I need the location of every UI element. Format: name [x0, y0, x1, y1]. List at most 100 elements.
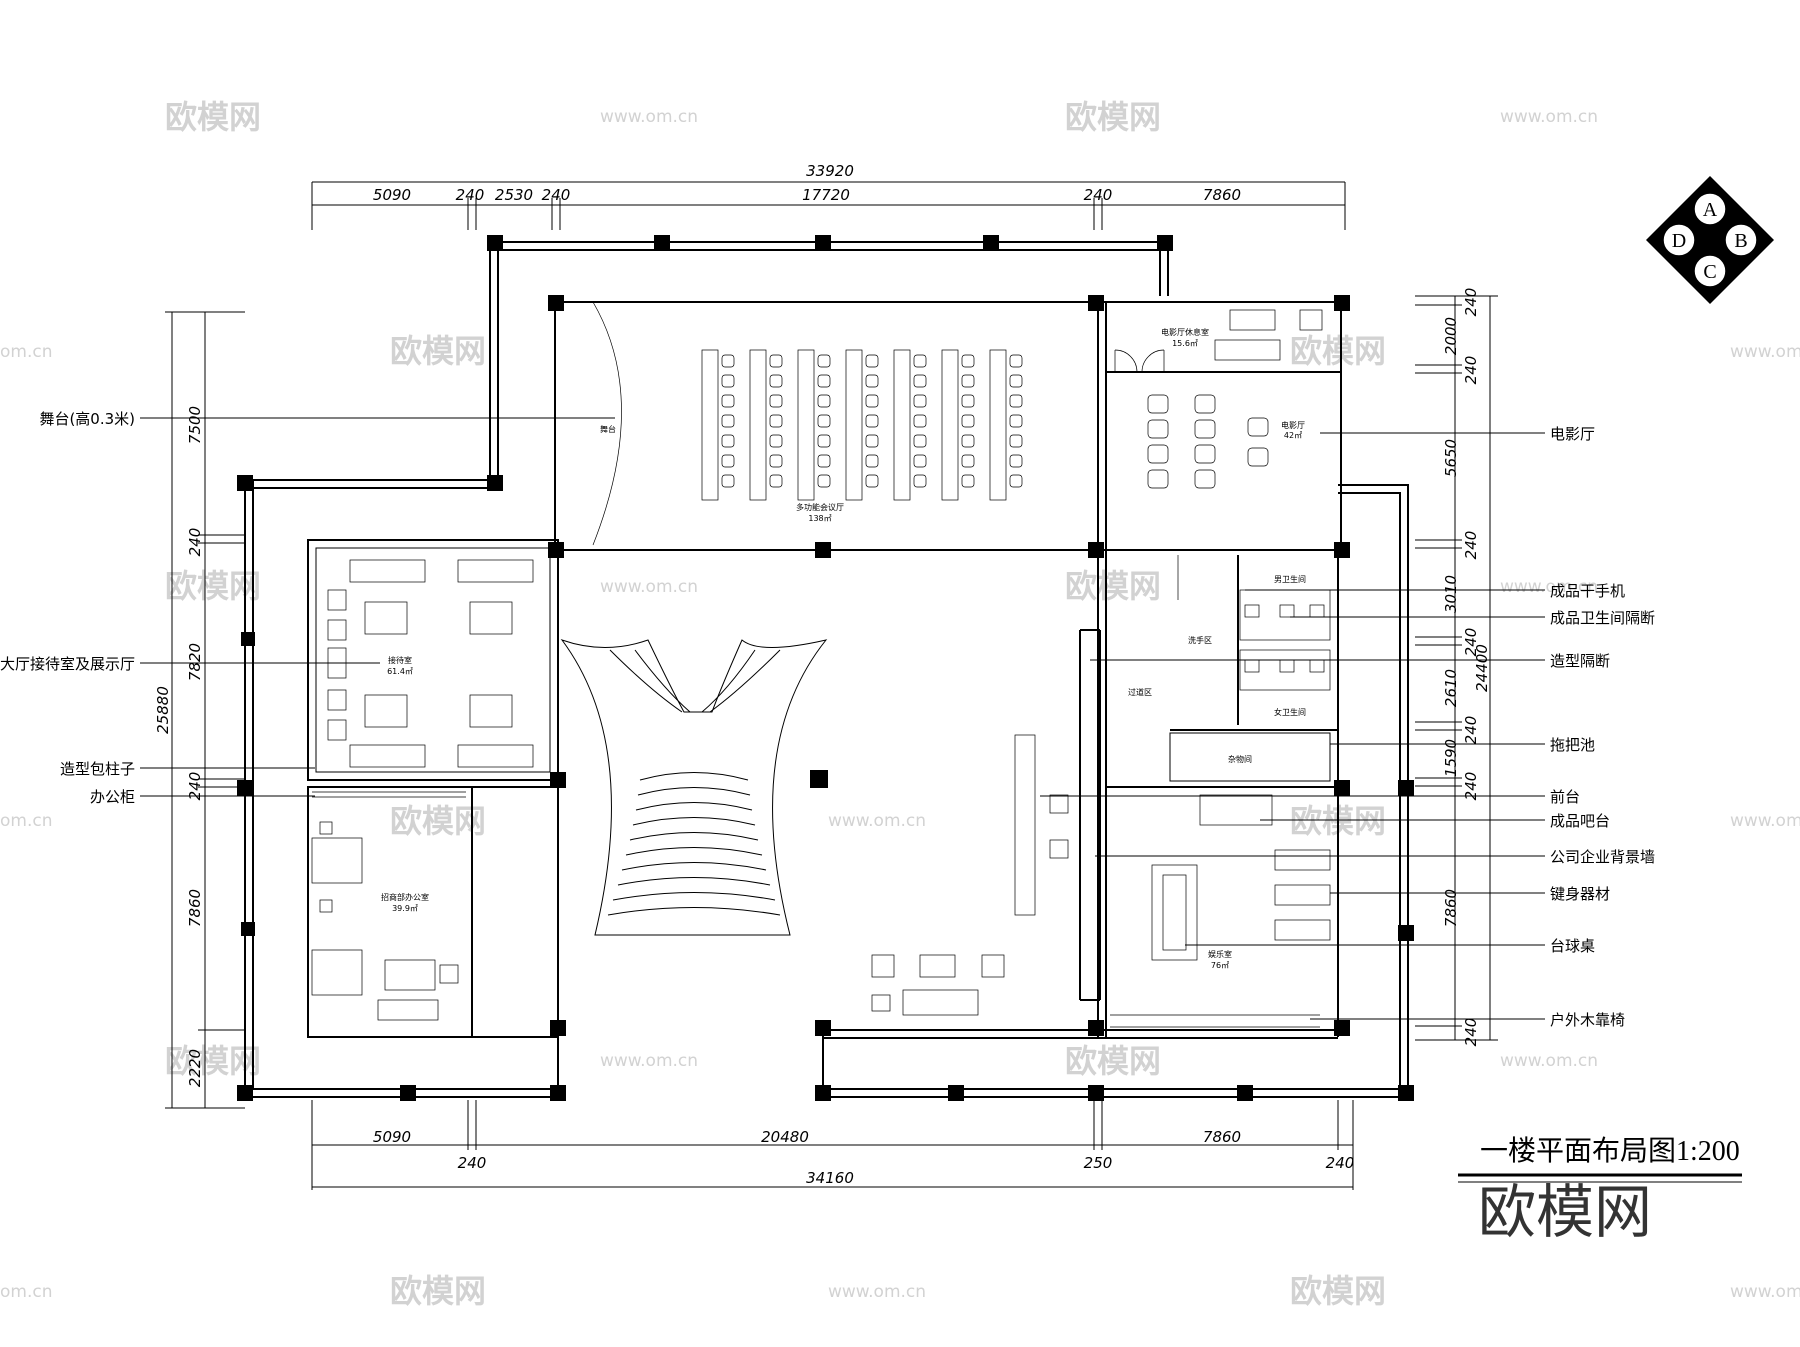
- hall-chairs: [721, 354, 1023, 488]
- hall-chair: [1009, 394, 1023, 408]
- dim-left-3: 240: [186, 772, 204, 801]
- hall-chair: [913, 354, 927, 368]
- label-feature-partition: 造型隔断: [1550, 652, 1610, 670]
- watermark: om.cn: [0, 1282, 53, 1302]
- dim-right-5: 3010: [1442, 575, 1460, 613]
- hall-chair: [769, 394, 783, 408]
- lobby-furniture: [871, 734, 1069, 1016]
- dim-left-2: 7820: [186, 643, 204, 681]
- compass-c: C: [1703, 261, 1716, 283]
- cinema-seats: [1147, 394, 1269, 489]
- cinema-seat: [1147, 394, 1169, 414]
- dim-right-3: 5650: [1442, 439, 1460, 477]
- hall-chair: [865, 354, 879, 368]
- hall-chair: [769, 414, 783, 428]
- watermark: 欧模网: [390, 1272, 486, 1310]
- leader-lines: [140, 417, 1545, 1020]
- dim-top-2: 2530: [495, 186, 533, 204]
- label-billiard-table: 台球桌: [1550, 937, 1595, 955]
- dim-right-total: 24400: [1473, 644, 1491, 692]
- label-stage: 舞台(高0.3米): [39, 410, 135, 428]
- watermark: 欧模网: [165, 98, 261, 136]
- hall-chair: [865, 394, 879, 408]
- hall-chair: [817, 454, 831, 468]
- hall-chair: [913, 454, 927, 468]
- left-callouts: 舞台(高0.3米) 大厅接待室及展示厅 造型包柱子 办公柜: [0, 410, 135, 806]
- watermark: 欧模网: [1065, 567, 1161, 605]
- label-bar-counter: 成品吧台: [1550, 812, 1610, 830]
- watermark: www.om.cn: [1730, 811, 1800, 831]
- restroom-fixtures: [1177, 555, 1331, 691]
- hall-chair: [721, 394, 735, 408]
- hall-chair: [865, 454, 879, 468]
- watermark: 欧模网: [1065, 1042, 1161, 1080]
- cinema-seat: [1194, 394, 1216, 414]
- label-column-cladding: 造型包柱子: [60, 760, 135, 778]
- room-hall: 多功能会议厅: [796, 502, 844, 512]
- hall-chair: [721, 474, 735, 488]
- dim-right-2: 240: [1462, 356, 1480, 385]
- plan-title: 一楼平面布局图1:200: [1480, 1135, 1740, 1167]
- room-office-area: 39.9㎡: [392, 904, 418, 913]
- dim-right-0: 240: [1462, 288, 1480, 317]
- dim-right-6: 240: [1462, 628, 1480, 657]
- room-stage: 舞台: [600, 424, 616, 434]
- room-reception-area: 61.4㎡: [387, 667, 413, 676]
- compass-d: D: [1672, 230, 1686, 252]
- label-hand-dryer: 成品干手机: [1550, 582, 1625, 600]
- room-cinema-area: 42㎡: [1284, 431, 1302, 440]
- hall-chair: [961, 454, 975, 468]
- hall-chair: [769, 434, 783, 448]
- hall-chair: [721, 434, 735, 448]
- dim-bottom-1: 20480: [761, 1128, 809, 1146]
- hall-chair: [913, 414, 927, 428]
- hall-seating: [592, 301, 1007, 546]
- cinema-seat: [1247, 417, 1269, 437]
- cinema-seat: [1147, 419, 1169, 439]
- room-passage: 过道区: [1128, 687, 1152, 697]
- label-lobby-reception: 大厅接待室及展示厅: [0, 655, 135, 673]
- label-office-cabinet: 办公柜: [90, 788, 135, 806]
- dim-right-8: 240: [1462, 716, 1480, 745]
- compass-b: B: [1734, 230, 1747, 252]
- dim-left-total: 25880: [154, 686, 172, 734]
- cinema-seat: [1147, 469, 1169, 489]
- hall-chair: [865, 414, 879, 428]
- watermark: 欧模网: [390, 332, 486, 370]
- watermark: www.om.cn: [1500, 107, 1598, 127]
- room-cinema: 电影厅: [1281, 420, 1305, 430]
- room-labels: 舞台 多功能会议厅 138㎡ 电影厅休息室 15.6㎡ 电影厅 42㎡ 男卫生间…: [381, 327, 1306, 970]
- hall-chair: [1009, 474, 1023, 488]
- hall-chair: [865, 474, 879, 488]
- room-cinema-lounge-area: 15.6㎡: [1172, 339, 1198, 348]
- dim-top-1: 240: [456, 186, 485, 204]
- hall-chair: [1009, 374, 1023, 388]
- hall-chair: [769, 374, 783, 388]
- dim-left-5: 2220: [186, 1049, 204, 1087]
- hall-chair: [817, 374, 831, 388]
- label-fitness-equipment: 键身器材: [1550, 885, 1610, 903]
- label-cinema: 电影厅: [1550, 425, 1595, 443]
- watermark: www.om.cn: [1500, 1051, 1598, 1071]
- hall-chair: [913, 394, 927, 408]
- watermark: 欧模网: [1290, 1272, 1386, 1310]
- label-mop-sink: 拖把池: [1550, 736, 1595, 754]
- hall-chair: [961, 394, 975, 408]
- dim-bottom-3: 240: [458, 1154, 487, 1172]
- room-wash: 洗手区: [1188, 635, 1212, 645]
- hall-chair: [769, 474, 783, 488]
- dim-top-4: 17720: [802, 186, 850, 204]
- dim-right-7: 2610: [1442, 669, 1460, 707]
- hall-chair: [817, 354, 831, 368]
- hall-chair: [865, 374, 879, 388]
- cinema-seat: [1194, 469, 1216, 489]
- dim-right-10: 240: [1462, 772, 1480, 801]
- hall-chair: [817, 394, 831, 408]
- hall-chair: [769, 354, 783, 368]
- recreation-furniture: [1110, 794, 1331, 1028]
- hall-chair: [913, 434, 927, 448]
- dim-bottom-5: 240: [1326, 1154, 1355, 1172]
- dim-bottom-0: 5090: [373, 1128, 411, 1146]
- dim-right-12: 240: [1462, 1018, 1480, 1047]
- room-cinema-lounge: 电影厅休息室: [1161, 327, 1209, 337]
